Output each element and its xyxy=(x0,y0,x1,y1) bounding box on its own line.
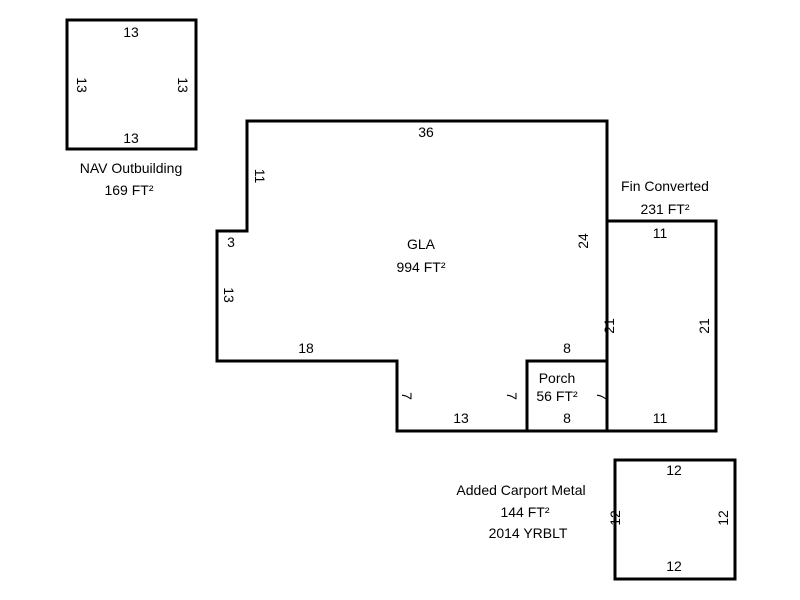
fin-converted-label: Fin Converted xyxy=(621,178,709,194)
fin-converted-dim-right: 21 xyxy=(696,318,712,334)
outbuilding-area: 13 13 13 13 NAV Outbuilding 169 FT² xyxy=(65,18,198,198)
porch-area-label: 56 FT² xyxy=(536,388,578,404)
gla-dim-step-left: 7 xyxy=(399,392,415,400)
outbuilding-label: NAV Outbuilding xyxy=(80,160,182,176)
fin-converted-outline xyxy=(605,219,718,433)
porch-dim-right: 7 xyxy=(594,392,610,400)
gla-dim-notch: 3 xyxy=(227,234,235,250)
outbuilding-area-label: 169 FT² xyxy=(104,182,153,198)
carport-year-label: 2014 YRBLT xyxy=(489,525,568,541)
outbuilding-outline xyxy=(65,18,198,151)
carport-label: Added Carport Metal xyxy=(456,482,585,498)
porch-area: Porch 56 FT² 7 8 xyxy=(525,359,610,433)
outbuilding-dim-left: 13 xyxy=(74,77,90,93)
carport-area: 12 12 12 12 Added Carport Metal 144 FT² … xyxy=(456,458,737,581)
fin-converted-area-label: 231 FT² xyxy=(640,201,689,217)
fin-converted-dim-left: 21 xyxy=(601,318,617,334)
porch-outline xyxy=(525,359,609,433)
gla-label: GLA xyxy=(407,236,436,252)
fin-converted-area: Fin Converted 231 FT² 11 21 21 11 xyxy=(601,178,718,433)
porch-dim-bottom: 8 xyxy=(563,410,571,426)
carport-dim-right: 12 xyxy=(715,510,731,526)
gla-area: 36 11 3 13 18 7 13 7 8 24 GLA 994 FT² xyxy=(215,119,609,433)
gla-dim-porch-top: 8 xyxy=(563,340,571,356)
fin-converted-dim-bottom: 11 xyxy=(653,410,668,426)
fin-converted-dim-top: 11 xyxy=(653,225,668,241)
gla-dim-bottom-left: 18 xyxy=(298,340,314,356)
outbuilding-dim-top: 13 xyxy=(123,24,139,40)
outbuilding-dim-right: 13 xyxy=(175,77,191,93)
carport-dim-bottom: 12 xyxy=(666,558,682,574)
carport-dim-left: 12 xyxy=(607,510,623,526)
outbuilding-dim-bottom: 13 xyxy=(123,130,139,146)
gla-dim-upper-left: 11 xyxy=(252,169,268,184)
gla-dim-porch-left: 7 xyxy=(504,392,520,400)
gla-dim-top: 36 xyxy=(418,124,434,140)
carport-area-label: 144 FT² xyxy=(500,504,549,520)
gla-area-label: 994 FT² xyxy=(396,259,445,275)
carport-dim-top: 12 xyxy=(666,462,682,478)
carport-outline xyxy=(613,458,737,581)
gla-dim-lower-left: 13 xyxy=(221,287,237,303)
gla-dim-right: 24 xyxy=(575,233,591,249)
porch-label: Porch xyxy=(539,370,576,386)
gla-dim-bottom-mid: 13 xyxy=(453,410,469,426)
